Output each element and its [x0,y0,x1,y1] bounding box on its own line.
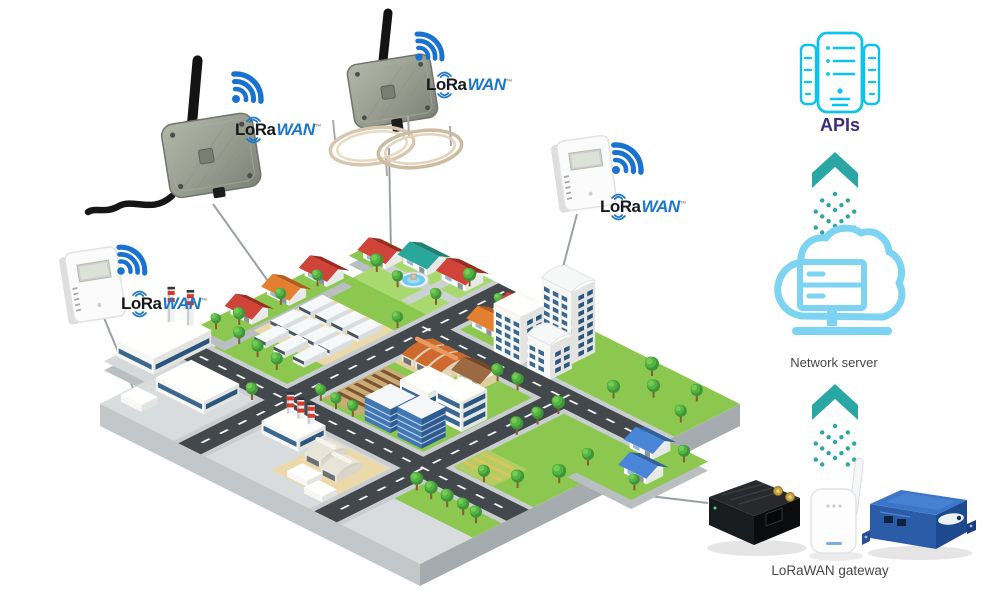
sensor-node-antenna-coil [328,8,464,177]
radio-waves-o-icon [246,116,261,144]
lorawan-wordmark: LoRaWAN™ [235,116,322,144]
wire-coil [328,115,464,177]
sensor-enclosure [160,112,262,199]
gateway-white-access-point [809,457,864,561]
radio-waves-o-icon [611,193,626,221]
apis-icon [799,31,881,114]
up-arrow-icon [812,152,858,235]
apis-label: APIs [819,115,861,135]
cloud-server-icon [774,224,906,335]
sensor-cable [84,192,176,216]
network-server-label: Network server [790,355,878,370]
radio-waves-icon [220,68,268,116]
isometric-city [100,237,740,586]
lorawan-wordmark: LoRaWAN™ [121,290,208,318]
lorawan-wordmark: LoRaWAN™ [600,193,687,221]
radio-waves-o-icon [132,290,147,318]
lorawan-gateway-label: LoRaWAN gateway [771,563,889,578]
radio-waves-o-icon [437,71,452,99]
indoor-sensor-left [59,246,127,325]
sensor-enclosure [346,53,439,133]
gateway-black-router [707,480,807,556]
up-arrow-icon [812,384,858,467]
indoor-sensor-right [550,134,618,213]
gateway-blue-box [862,490,976,560]
lorawan-wordmark: LoRaWAN™ [426,71,513,99]
sensor-node-antenna-cable [84,55,268,216]
